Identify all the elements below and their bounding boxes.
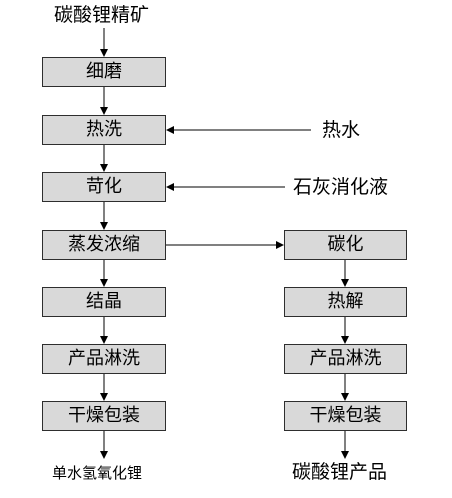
step-grinding: 细磨	[42, 57, 166, 87]
step-product-washing-right: 产品淋洗	[284, 344, 407, 374]
step-carbonation: 碳化	[284, 230, 407, 260]
output-lithium-carbonate-label: 碳酸锂产品	[292, 461, 388, 483]
step-hot-wash: 热洗	[42, 115, 166, 145]
output-lithium-hydroxide-label: 单水氢氧化锂	[52, 464, 143, 482]
step-drying-packaging-right: 干燥包装	[284, 401, 407, 431]
lime-milk-label: 石灰消化液	[293, 176, 389, 198]
step-causticizing: 苛化	[42, 172, 166, 202]
step-crystallization: 结晶	[42, 287, 166, 317]
step-product-washing: 产品淋洗	[42, 344, 166, 374]
step-drying-packaging: 干燥包装	[42, 401, 166, 431]
step-pyrolysis: 热解	[284, 287, 407, 317]
step-evaporation-concentration: 蒸发浓缩	[42, 230, 166, 260]
hot-water-label: 热水	[322, 119, 361, 141]
input-material-label: 碳酸锂精矿	[54, 4, 150, 26]
